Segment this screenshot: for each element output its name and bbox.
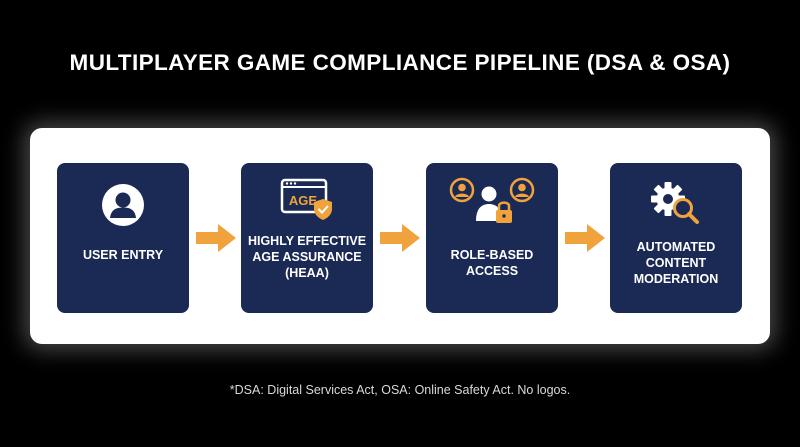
step-content-moderation: AUTOMATED CONTENT MODERATION <box>610 163 742 313</box>
step-age-assurance: AGE HIGHLY EFFECTIVE AGE ASSURANCE (HEAA… <box>241 163 373 313</box>
pipeline-panel: USER ENTRY AGE HIGHLY EFFECTIVE AGE ASSU… <box>30 128 770 344</box>
gear-search-icon <box>610 179 742 227</box>
footnote: *DSA: Digital Services Act, OSA: Online … <box>229 383 571 397</box>
age-icon-text: AGE <box>289 193 318 208</box>
step-label: ROLE-BASED ACCESS <box>450 248 534 278</box>
arrow-icon <box>378 223 422 253</box>
step-role-based-access: ROLE-BASED ACCESS <box>426 163 558 313</box>
diagram-title: MULTIPLAYER GAME COMPLIANCE PIPELINE (DS… <box>69 50 731 75</box>
role-access-icon <box>426 177 558 229</box>
step-label: HIGHLY EFFECTIVE AGE ASSURANCE (HEAA) <box>247 234 367 280</box>
step-label: USER ENTRY <box>82 248 164 262</box>
arrow-icon <box>563 223 607 253</box>
step-user-entry: USER ENTRY <box>57 163 189 313</box>
step-label: AUTOMATED CONTENT MODERATION <box>633 240 719 286</box>
arrow-icon <box>194 223 238 253</box>
user-icon <box>57 183 189 227</box>
age-verification-icon: AGE <box>241 177 373 223</box>
